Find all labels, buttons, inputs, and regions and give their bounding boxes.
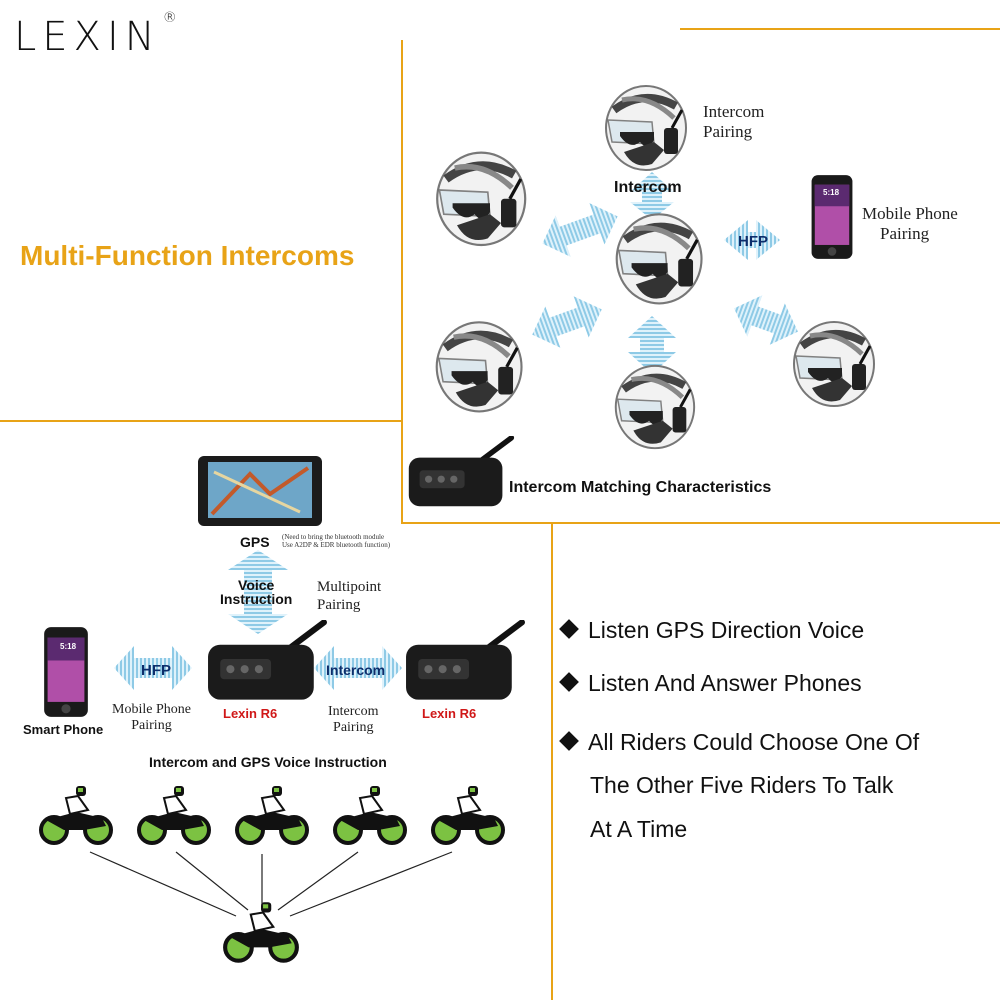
rider-4: [333, 786, 407, 845]
bottom-intercom-label: Intercom: [326, 662, 386, 678]
arrow-bottom-intercom: [314, 646, 402, 690]
helmet-center: [617, 214, 702, 303]
top-intercom-pairing-line2: Pairing: [703, 122, 753, 141]
frame-line-middle-horizontal: [401, 522, 1000, 524]
bottom-mobile-phone-pairing-line2: Pairing: [131, 718, 172, 733]
rider-center: [225, 902, 297, 960]
bottom-mobile-phone-pairing-label: Mobile Phone Pairing: [112, 702, 191, 734]
diamond-bullet-icon: [559, 731, 579, 751]
arrow-hfp: [724, 220, 780, 260]
bottom-hfp-label: HFP: [141, 662, 171, 679]
feature-item: Listen And Answer Phones: [559, 670, 862, 697]
feature-item: All Riders Could Choose One Of: [559, 729, 920, 756]
feature-continuation-line2: At A Time: [590, 816, 688, 842]
top-intercom-arrow-label: Intercom: [614, 179, 682, 196]
arrow-right-lower: [734, 295, 798, 345]
gps-note-line1: (Need to bring the bluetooth module: [282, 533, 385, 541]
brand-name: LEXIN: [14, 14, 161, 60]
bottom-diagram: [39, 456, 551, 1000]
feature-item: Listen GPS Direction Voice: [559, 617, 865, 644]
arrow-top-vertical: [630, 172, 674, 220]
top-hfp-label: HFP: [738, 233, 768, 250]
bottom-phone-time: 5:18: [60, 642, 77, 651]
registered-mark: ®: [162, 9, 177, 26]
top-intercom-pairing-label: Intercom Pairing: [703, 102, 764, 142]
feature-text: Listen GPS Direction Voice: [588, 617, 865, 643]
top-mobile-phone-pairing-line1: Mobile Phone: [862, 204, 958, 223]
bottom-caption: Intercom and GPS Voice Instruction: [149, 754, 387, 770]
rider-3: [235, 786, 309, 845]
gps-label: GPS: [240, 534, 270, 550]
device-left-label: Lexin R6: [223, 706, 278, 721]
bottom-mobile-phone-pairing-line1: Mobile Phone: [112, 702, 191, 717]
rider-1: [39, 786, 113, 845]
helmet-right: [794, 322, 874, 406]
bottom-intercom-pairing-line2: Pairing: [333, 720, 374, 735]
feature-text: All Riders Could Choose One Of: [588, 729, 920, 755]
arrow-voice-instruction: [228, 550, 288, 634]
frame-line-bottom-vertical: [551, 522, 553, 1000]
frame-line-left-horizontal: [0, 420, 402, 422]
helmet-lower-left: [437, 322, 522, 411]
diamond-bullet-icon: [559, 672, 579, 692]
multipoint-pairing-label: Multipoint Pairing: [317, 578, 381, 614]
arrow-bottom-hfp: [114, 646, 192, 690]
diamond-bullet-icon: [559, 619, 579, 639]
arrow-bottom-vertical: [628, 316, 676, 374]
bottom-intercom-pairing-label: Intercom Pairing: [328, 704, 379, 736]
frame-line-top-right: [680, 28, 1000, 30]
voice-instruction-line1: Voice: [238, 577, 275, 593]
device-right-label: Lexin R6: [422, 706, 477, 721]
rider-connection-lines: [89, 851, 453, 917]
feature-text: Listen And Answer Phones: [588, 670, 862, 696]
smart-phone-label: Smart Phone: [23, 722, 104, 737]
headline: Multi-Function Intercoms: [20, 240, 355, 271]
helmet-top: [606, 86, 686, 170]
voice-instruction-line2: Instruction: [220, 591, 293, 607]
top-intercom-pairing-line1: Intercom: [703, 102, 765, 121]
rider-2: [137, 786, 211, 845]
rider-5: [431, 786, 505, 845]
top-phone-time: 5:18: [823, 188, 840, 197]
multipoint-pairing-line2: Pairing: [317, 597, 361, 613]
gps-note: (Need to bring the bluetooth module Use …: [282, 533, 390, 549]
helmet-bottom: [616, 366, 694, 448]
arrow-left-upper: [542, 203, 618, 257]
top-mobile-phone-pairing-line2: Pairing: [880, 224, 930, 243]
frame-line-top-vertical: [401, 40, 403, 524]
helmet-upper-left: [437, 153, 525, 245]
bottom-intercom-pairing-line1: Intercom: [328, 704, 379, 719]
top-diagram: [402, 40, 1000, 522]
intercom-device-left: [208, 622, 324, 699]
top-mobile-phone-pairing-label: Mobile Phone Pairing: [862, 204, 958, 244]
brand-logo: LEXIN®: [14, 10, 177, 60]
smart-phone-icon: [44, 627, 88, 717]
multipoint-pairing-line1: Multipoint: [317, 579, 382, 595]
top-caption: Intercom Matching Characteristics: [509, 479, 772, 496]
feature-continuation-line1: The Other Five Riders To Talk: [590, 772, 894, 798]
gps-device-icon: [198, 456, 322, 526]
arrow-left-lower: [532, 296, 602, 348]
gps-note-line2: Use A2DP & EDR bluetooth function): [282, 541, 391, 549]
voice-instruction-label: Voice Instruction: [220, 578, 292, 606]
intercom-device-right: [406, 622, 522, 699]
